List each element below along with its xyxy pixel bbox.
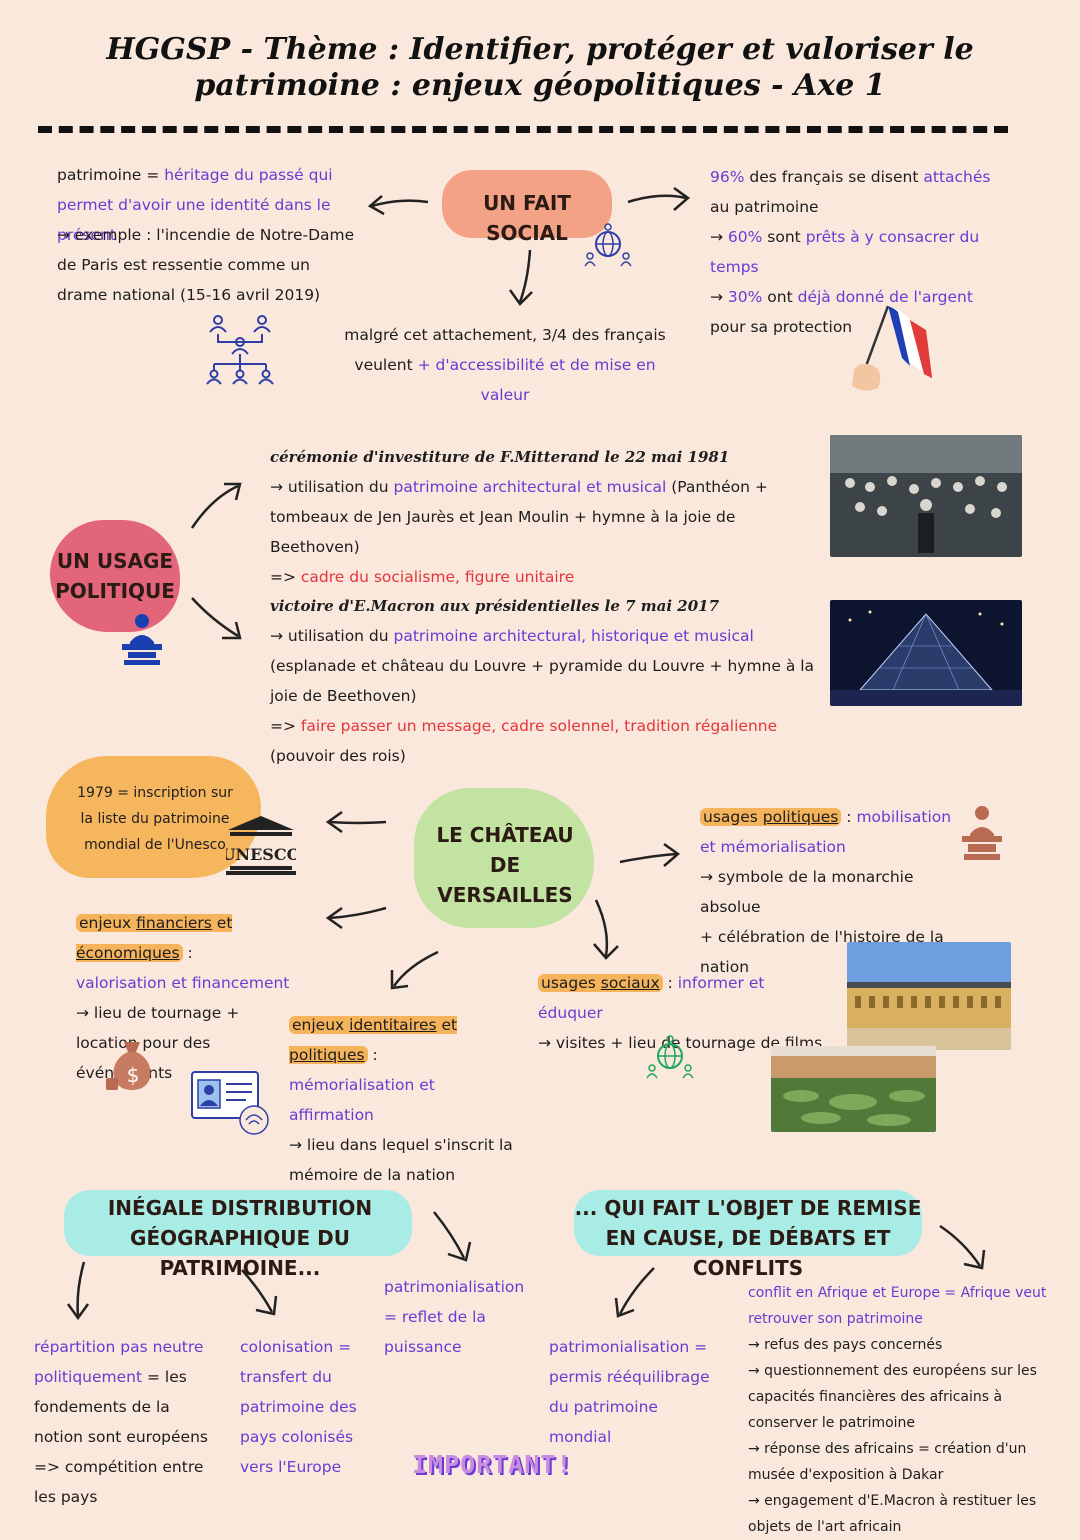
- title-divider: [38, 126, 1008, 145]
- usage-politique-bubble: [50, 520, 180, 632]
- distribution-col-3: patrimonialisation = reflet de la puissa…: [384, 1278, 525, 1356]
- id-card-icon: [191, 1071, 269, 1135]
- event-mitterand-title: cérémonie d'investiture de F.Mitterand l…: [270, 448, 730, 466]
- remise-col-2: conflit en Afrique et Europe = Afrique v…: [748, 1285, 1047, 1535]
- usages-sociaux: usages sociaux : informer et éduquer → v…: [538, 974, 823, 1052]
- arrows-section-3: [325, 810, 681, 990]
- stats-block: 96% des français se disent attachés au p…: [710, 168, 991, 336]
- svg-text:$: $: [127, 1063, 140, 1087]
- unesco-bubble: [46, 756, 261, 878]
- photo-versailles-gardens: [771, 1046, 936, 1132]
- flag-hand-icon: [852, 305, 932, 391]
- network-people-icon: [584, 223, 632, 267]
- network-people-green-icon: [646, 1035, 694, 1079]
- event-macron-body: → utilisation du patrimoine architectura…: [270, 627, 815, 765]
- arrows-section-2: [190, 482, 242, 640]
- fait-social-label: UN FAIT SOCIAL: [483, 191, 571, 245]
- distribution-label: INÉGALE DISTRIBUTION GÉOGRAPHIQUE DU PAT…: [107, 1196, 373, 1280]
- speaker-podium-icon: [122, 614, 162, 665]
- usage-politique-label: UN USAGE POLITIQUE: [55, 549, 175, 603]
- distribution-col-1: répartition pas neutre politiquement = l…: [34, 1338, 208, 1506]
- money-bag-icon: $: [106, 1042, 151, 1090]
- photo-crowd: [830, 435, 1022, 557]
- remise-col-1: patrimonialisation = permis rééquilibrag…: [549, 1338, 710, 1446]
- notre-dame-example: → exemple : l'incendie de Notre-Dame de …: [57, 226, 355, 304]
- usages-politiques: usages politiques : mobilisation et mémo…: [700, 808, 952, 976]
- remise-bubble: [574, 1190, 922, 1256]
- event-mitterand-body: → utilisation du patrimoine architectura…: [270, 478, 768, 586]
- important-sticker: IMPORTANT!: [412, 1450, 573, 1479]
- arrows-section-1: [367, 186, 691, 306]
- unesco-temple-icon: UNESCO: [226, 816, 296, 875]
- enjeux-identitaires: enjeux identitaires et politiques : mémo…: [289, 1016, 513, 1184]
- versailles-bubble: [414, 788, 594, 928]
- enjeux-financiers: enjeux financiers et économiques : valor…: [76, 914, 290, 1082]
- distribution-col-2: colonisation = transfert du patrimoine d…: [240, 1338, 357, 1476]
- photo-versailles-front: [847, 942, 1011, 1050]
- event-macron-title: victoire d'E.Macron aux présidentielles …: [270, 597, 720, 615]
- patrimoine-definition: patrimoine = héritage du passé qui perme…: [57, 166, 333, 244]
- remise-label: ... QUI FAIT L'OBJET DE REMISE EN CAUSE,…: [574, 1196, 922, 1280]
- attachement-note: malgré cet attachement, 3/4 des français…: [344, 326, 666, 404]
- unesco-text: 1979 = inscription sur la liste du patri…: [77, 785, 233, 853]
- arrows-section-4: [66, 1211, 986, 1321]
- speaker-podium-orange-icon: [962, 806, 1002, 860]
- versailles-label: LE CHÂTEAU DE VERSAILLES: [436, 823, 574, 907]
- page-title: HGGSP - Thème : Identifier, protéger et …: [106, 32, 974, 103]
- fait-social-bubble: [442, 170, 612, 238]
- photo-louvre: [830, 600, 1022, 706]
- distribution-bubble: [64, 1190, 412, 1256]
- unesco-logo-text: UNESCO: [226, 845, 296, 864]
- hierarchy-icon: [206, 315, 274, 385]
